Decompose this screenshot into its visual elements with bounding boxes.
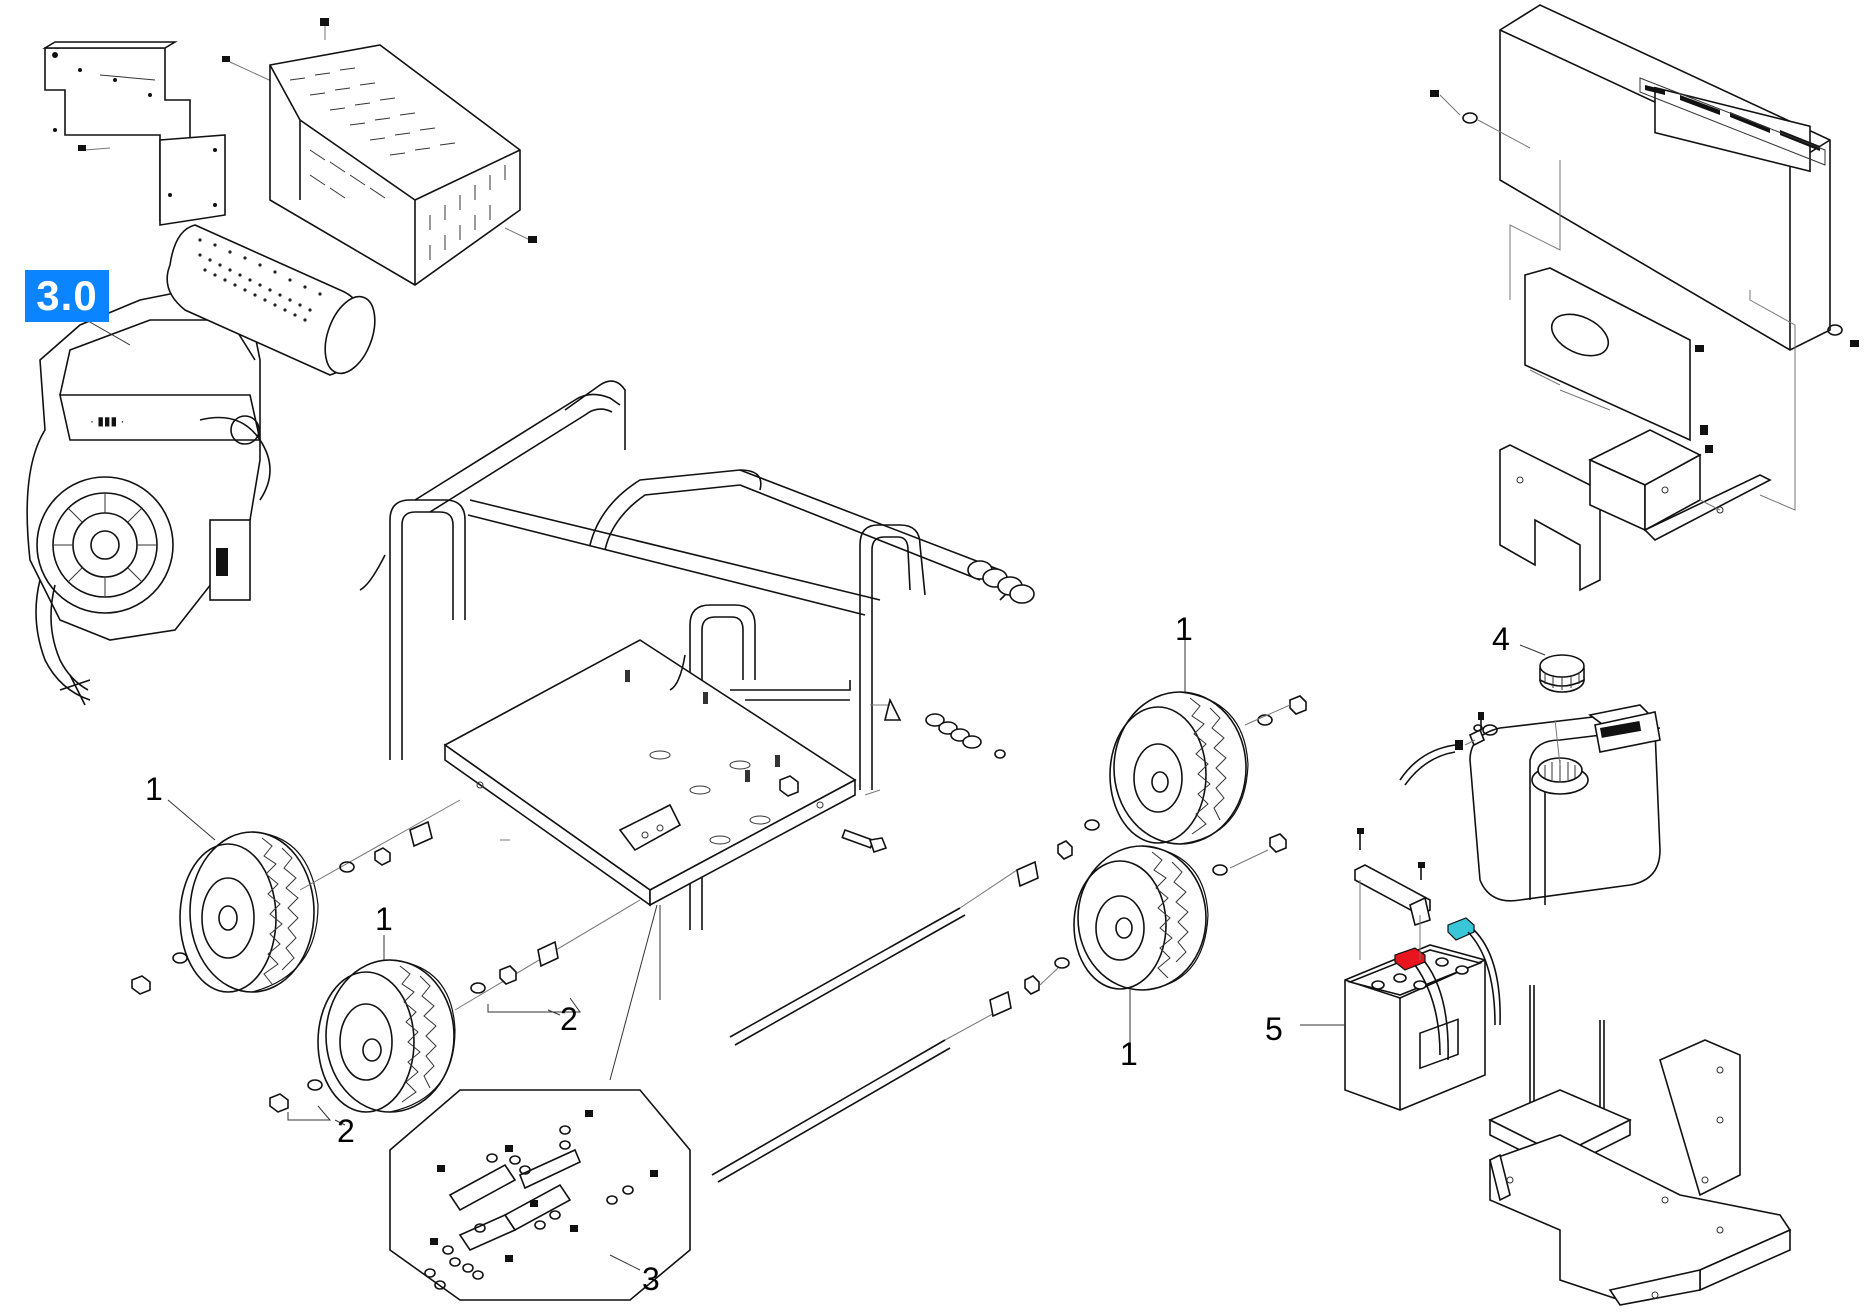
callout-hardware-left-b: 2 — [337, 1113, 355, 1149]
svg-text:· ▮▮▮ ·: · ▮▮▮ · — [90, 414, 124, 428]
callout-hardware-left-a: 2 — [560, 1001, 578, 1037]
callout-wheel-front-left: 1 — [145, 771, 163, 807]
callout-battery: 5 — [1265, 1011, 1283, 1047]
callout-mount-kit: 3 — [642, 1261, 660, 1297]
callout-wheel-right-top: 1 — [1175, 611, 1193, 647]
axles-and-hardware — [131, 695, 1307, 1183]
wheel-right-top — [1109, 691, 1249, 845]
mount-kit-leaders — [609, 904, 661, 1081]
cart-frame — [359, 380, 1035, 930]
fuel-tank — [1399, 654, 1661, 905]
battery-tray — [1488, 985, 1792, 1306]
callout-leaders — [167, 640, 1546, 1271]
section-number-badge: 3.0 — [25, 270, 109, 322]
callout-labels: 1 1 1 1 2 2 3 4 5 — [145, 611, 1510, 1297]
callout-wheel-right-bottom: 1 — [1120, 1036, 1138, 1072]
mount-kit — [389, 1089, 691, 1301]
engine-assembly: · ▮▮▮ · — [26, 224, 376, 706]
frame-hardware — [841, 697, 1006, 854]
wheel-right-bottom — [1073, 845, 1209, 991]
engine-mount-bracket — [42, 41, 226, 226]
control-panel-housing — [1430, 4, 1859, 592]
battery — [1344, 828, 1501, 1111]
wheel-front-mid — [317, 959, 456, 1113]
wheel-front-left — [179, 831, 319, 993]
callout-wheel-front-mid: 1 — [375, 901, 393, 937]
muffler-heat-shield — [222, 18, 537, 286]
callout-fuel-cap: 4 — [1492, 621, 1510, 657]
